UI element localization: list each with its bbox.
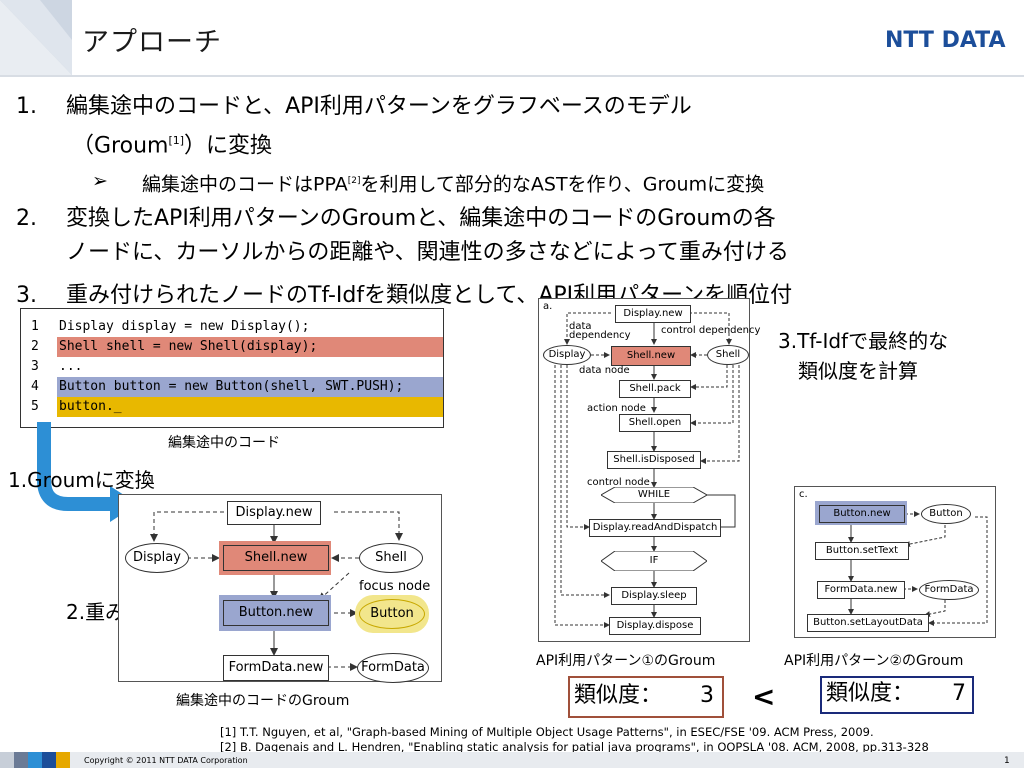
sub-bullet-marker: ➢ — [92, 170, 108, 192]
pattern-2-score: 類似度：7 — [820, 676, 974, 714]
p2-node-button: Button — [921, 504, 971, 524]
footer-bar — [0, 752, 1024, 768]
bullet-1-number: 1. — [16, 94, 37, 119]
node-display-new: Display.new — [227, 501, 321, 525]
p1-node-display-dispose: Display.dispose — [609, 617, 701, 635]
p2-node-button-new: Button.new — [819, 505, 905, 523]
bullet-3-number: 3. — [16, 283, 37, 308]
slide-header — [0, 0, 1024, 75]
data-node-label: data node — [579, 365, 630, 376]
p1-node-shell-pack: Shell.pack — [619, 380, 691, 398]
edit-groum-caption: 編集途中のコードのGroum — [176, 693, 350, 709]
step-3-label-line2: 類似度を計算 — [798, 359, 918, 383]
p1-node-if: IF — [649, 555, 659, 566]
p1-node-readanddispatch: Display.readAndDispatch — [589, 519, 721, 537]
step-1-label: 1.Groumに変換 — [8, 468, 155, 492]
pattern-2-caption: API利用パターン②のGroum — [784, 653, 964, 669]
p1-node-while: WHILE — [637, 489, 671, 500]
node-button-focus: Button — [359, 599, 425, 629]
page-number: 1 — [1004, 756, 1010, 766]
action-node-label: action node — [587, 403, 646, 414]
code-line-3: 3... — [31, 359, 83, 374]
footer-square-2 — [14, 752, 28, 768]
focus-node-label: focus node — [359, 579, 431, 594]
bullet-2-number: 2. — [16, 206, 37, 231]
p1-node-display: Display — [543, 345, 591, 365]
header-divider — [0, 75, 1024, 77]
pattern-1-panel-label: a. — [543, 301, 553, 312]
control-dependency-label: control dependency — [661, 325, 761, 336]
p1-node-shell: Shell — [707, 345, 749, 365]
pattern-1-groum-panel: a. Display.new data dependency control d… — [538, 298, 760, 642]
step-3-label-line1: 3.Tf-Idfで最終的な — [778, 329, 949, 353]
edit-code-groum-panel: Display.new Display Shell.new Shell focu… — [118, 494, 442, 683]
bullet-2-text-line2: ノードに、カーソルからの距離や、関連性の多さなどによって重み付ける — [66, 240, 789, 265]
comparison-symbol: < — [752, 680, 776, 713]
footer-square-5 — [56, 752, 70, 768]
footer-copyright: Copyright © 2011 NTT DATA Corporation — [84, 756, 248, 765]
node-shell-new: Shell.new — [223, 545, 329, 571]
data-dependency-label-2: dependency — [569, 330, 631, 341]
p2-node-formdata-new: FormData.new — [817, 581, 905, 599]
p1-node-shell-open: Shell.open — [619, 414, 691, 432]
reference-2: [2] B. Dagenais and L. Hendren, "Enablin… — [220, 740, 929, 754]
p1-node-display-sleep: Display.sleep — [611, 587, 697, 605]
footer-square-1 — [0, 752, 14, 768]
pattern-2-edges — [848, 511, 988, 626]
data-dependency-label-1: data — [569, 321, 592, 332]
sub-bullet-text: 編集途中のコードはPPA[2]を利用して部分的なASTを作り、Groumに変換 — [142, 173, 765, 196]
pattern-1-edges — [554, 312, 740, 628]
p2-node-button-setlayoutdata: Button.setLayoutData — [807, 614, 929, 632]
p2-node-button-settext: Button.setText — [815, 542, 909, 560]
footer-square-3 — [28, 752, 42, 768]
footer-square-4 — [42, 752, 56, 768]
bullet-1-text: 編集途中のコードと、API利用パターンをグラフベースのモデル — [66, 94, 692, 119]
pattern-2-panel-label: c. — [799, 489, 808, 500]
p1-node-while-shape — [601, 487, 707, 503]
p1-node-display-new: Display.new — [615, 305, 691, 323]
node-formdata-new: FormData.new — [223, 655, 329, 681]
page-title: アプローチ — [82, 27, 222, 58]
bullet-2-text: 変換したAPI利用パターンのGroumと、編集途中のコードのGroumの各 — [66, 206, 776, 231]
pattern-2-groum-panel: c. Button.new Button Button.setText Form… — [794, 486, 996, 638]
node-shell: Shell — [359, 543, 423, 573]
p1-node-if-shape — [601, 551, 707, 571]
node-display: Display — [125, 543, 189, 573]
reference-1: [1] T.T. Nguyen, et al, "Graph-based Min… — [220, 725, 874, 739]
node-button-new: Button.new — [223, 600, 329, 626]
header-decoration — [0, 0, 72, 75]
pattern-1-score: 類似度：3 — [568, 676, 724, 718]
p2-node-formdata: FormData — [919, 580, 979, 600]
control-node-label: control node — [587, 477, 650, 488]
p1-node-shell-new: Shell.new — [611, 346, 691, 366]
bullet-1-text-line2: （Groum[1]）に変換 — [72, 133, 273, 159]
pattern-1-caption: API利用パターン①のGroum — [536, 653, 716, 669]
code-caption: 編集途中のコード — [168, 435, 280, 451]
ntt-data-logo: NTT DATA — [885, 28, 1006, 53]
node-formdata: FormData — [357, 653, 429, 683]
p1-node-shell-isdisposed: Shell.isDisposed — [607, 451, 701, 469]
